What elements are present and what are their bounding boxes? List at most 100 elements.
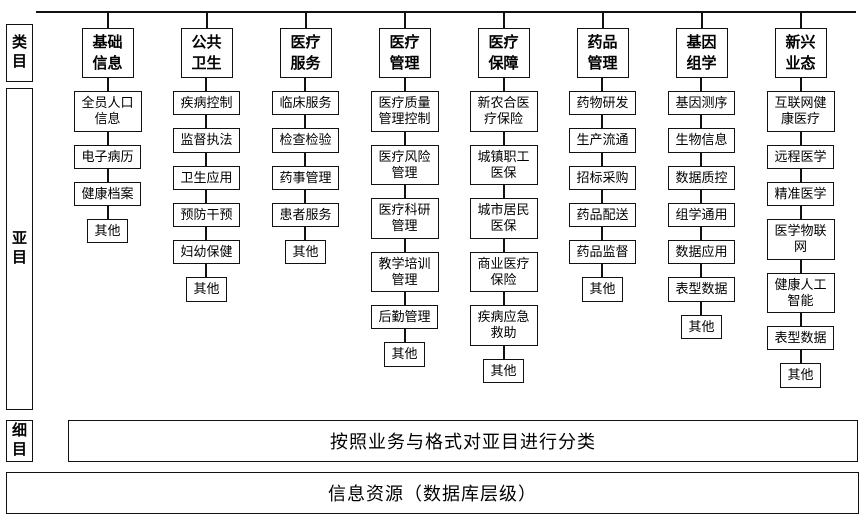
- connector-line: [106, 11, 109, 28]
- connector-line: [403, 78, 406, 91]
- subcategory-item: 检查检验: [272, 128, 339, 153]
- subcategory-item: 医疗质量管理控制: [370, 91, 439, 132]
- connector-line: [403, 185, 406, 198]
- subcategory-item: 健康档案: [74, 181, 141, 206]
- diagram-column: 医疗管理 医疗质量管理控制医疗风险管理医疗科研管理教学培训管理后勤管理其他: [355, 11, 454, 388]
- connector-line: [502, 345, 505, 359]
- connector-line: [601, 264, 604, 278]
- diagram-column: 新兴业态 互联网健康医疗远程医学精准医学医学物联网健康人工智能表型数据其他: [751, 11, 850, 388]
- subcategory-label: 亚目: [6, 88, 33, 410]
- subcategory-item: 监督执法: [173, 128, 240, 153]
- subcategory-item: 药物研发: [569, 91, 636, 116]
- connector-line: [601, 189, 604, 203]
- subcategory-item: 患者服务: [272, 202, 339, 227]
- diagram-column: 基础信息 全员人口信息电子病历健康档案其他: [58, 11, 157, 388]
- connector-line: [700, 227, 703, 240]
- connector-line: [601, 115, 604, 129]
- subcategory-item: 教学培训管理: [370, 251, 439, 292]
- subcategory-item: 数据质控: [668, 165, 735, 190]
- subcategory-item: 表型数据: [767, 326, 834, 351]
- connector-line: [502, 131, 505, 145]
- subcategory-item: 健康人工智能: [766, 272, 835, 313]
- connector-line: [205, 227, 208, 240]
- connector-line: [205, 152, 208, 166]
- detail-label: 细目: [6, 420, 33, 462]
- subcategory-item: 药事管理: [272, 165, 339, 190]
- connector-line: [700, 189, 703, 203]
- column-items: 互联网健康医疗远程医学精准医学医学物联网健康人工智能表型数据其他: [766, 78, 835, 388]
- subcategory-item: 其他: [780, 363, 821, 388]
- connector-line: [799, 350, 802, 364]
- subcategory-item: 表型数据: [668, 277, 735, 302]
- connector-line: [304, 78, 307, 91]
- column-items: 医疗质量管理控制医疗风险管理医疗科研管理教学培训管理后勤管理其他: [370, 78, 439, 367]
- connector-line: [403, 238, 406, 252]
- connector-line: [700, 115, 703, 129]
- subcategory-item: 其他: [483, 358, 524, 383]
- column-items: 疾病控制监督执法卫生应用预防干预妇幼保健其他: [173, 78, 240, 302]
- column-items: 药物研发生产流通招标采购药品配送药品监督其他: [569, 78, 636, 302]
- connector-line: [502, 238, 505, 252]
- subcategory-item: 药品监督: [569, 240, 636, 265]
- subcategory-item: 电子病历: [74, 144, 141, 169]
- connector-line: [799, 313, 802, 326]
- subcategory-item: 后勤管理: [371, 305, 438, 330]
- connector-line: [205, 78, 208, 91]
- connector-line: [799, 78, 802, 91]
- column-header: 基础信息: [81, 28, 134, 78]
- connector-line: [304, 11, 307, 28]
- subcategory-item: 其他: [582, 277, 623, 302]
- connector-line: [106, 131, 109, 145]
- subcategory-item: 远程医学: [767, 144, 834, 169]
- subcategory-item: 全员人口信息: [73, 91, 142, 132]
- columns: 基础信息 全员人口信息电子病历健康档案其他 公共卫生 疾病控制监督执法卫生应用预…: [58, 11, 850, 388]
- connector-line: [304, 115, 307, 129]
- connector-line: [205, 11, 208, 28]
- subcategory-item: 精准医学: [767, 181, 834, 206]
- connector-line: [601, 78, 604, 91]
- subcategory-item: 商业医疗保险: [469, 251, 538, 292]
- connector-line: [403, 292, 406, 305]
- diagram-column: 药品管理 药物研发生产流通招标采购药品配送药品监督其他: [553, 11, 652, 388]
- connector-line: [799, 168, 802, 182]
- connector-line: [700, 152, 703, 166]
- connector-line: [502, 292, 505, 305]
- connector-line: [403, 131, 406, 145]
- subcategory-item: 疾病控制: [173, 91, 240, 116]
- column-header: 公共卫生: [180, 28, 233, 78]
- connector-line: [799, 259, 802, 273]
- subcategory-item: 药品配送: [569, 202, 636, 227]
- diagram-column: 医疗服务 临床服务检查检验药事管理患者服务其他: [256, 11, 355, 388]
- connector-line: [205, 115, 208, 129]
- connector-line: [700, 264, 703, 278]
- subcategory-item: 其他: [285, 240, 326, 265]
- subcategory-item: 卫生应用: [173, 165, 240, 190]
- connector-line: [205, 189, 208, 203]
- subcategory-item: 城镇职工医保: [469, 144, 538, 185]
- connector-line: [799, 11, 802, 28]
- connector-line: [205, 264, 208, 278]
- subcategory-item: 生物信息: [668, 128, 735, 153]
- connector-line: [700, 78, 703, 91]
- connector-line: [601, 11, 604, 28]
- column-header: 药品管理: [576, 28, 629, 78]
- subcategory-item: 新农合医疗保险: [469, 91, 538, 132]
- column-header: 新兴业态: [774, 28, 827, 78]
- connector-line: [304, 189, 307, 203]
- diagram-column: 医疗保障 新农合医疗保险城镇职工医保城市居民医保商业医疗保险疾病应急救助其他: [454, 11, 553, 388]
- connector-line: [106, 168, 109, 182]
- column-header: 医疗保障: [477, 28, 530, 78]
- subcategory-item: 其他: [186, 277, 227, 302]
- connector-line: [799, 206, 802, 219]
- connector-line: [106, 206, 109, 219]
- connector-line: [601, 227, 604, 240]
- subcategory-item: 医疗科研管理: [370, 198, 439, 239]
- column-header: 医疗管理: [378, 28, 431, 78]
- detail-classification-box: 按照业务与格式对亚目进行分类: [68, 420, 858, 462]
- diagram-column: 公共卫生 疾病控制监督执法卫生应用预防干预妇幼保健其他: [157, 11, 256, 388]
- connector-line: [106, 78, 109, 91]
- subcategory-item: 组学通用: [668, 202, 735, 227]
- subcategory-item: 疾病应急救助: [469, 305, 538, 346]
- subcategory-item: 其他: [384, 342, 425, 367]
